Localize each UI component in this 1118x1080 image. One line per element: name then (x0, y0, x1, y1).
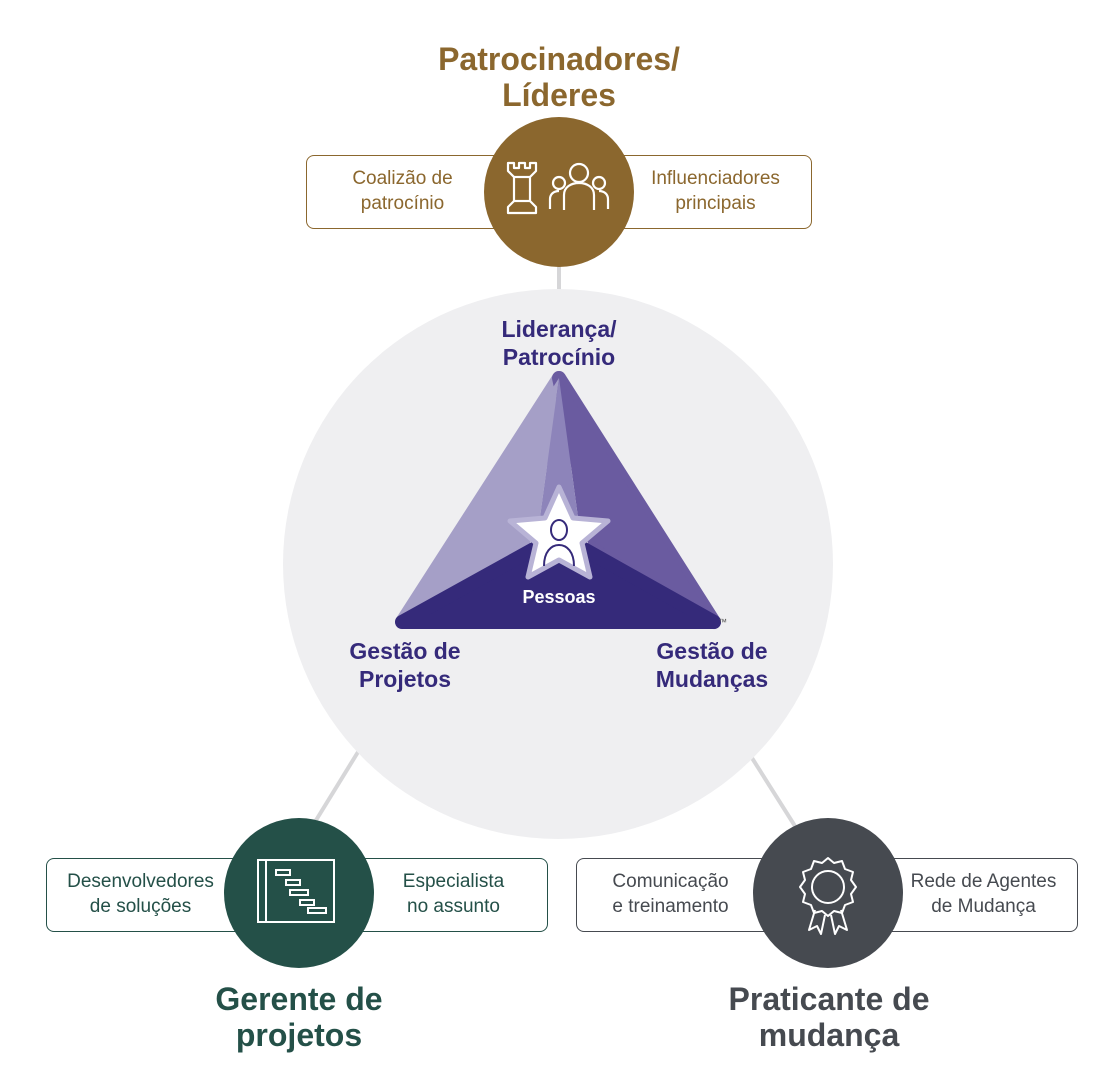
sponsors-icons (506, 161, 610, 215)
project-management-label: Gestão de Projetos (349, 638, 461, 692)
pessoas-label: Pessoas (522, 587, 596, 607)
change-agent-network-text: Rede de Agentes de Mudança (910, 871, 1057, 917)
triangle-left-upper (402, 378, 559, 622)
connector-right (750, 756, 802, 836)
change-practitioner-circle (753, 818, 903, 968)
change-practitioner-title: Praticante de mudança (728, 981, 930, 1053)
change-management-label: Gestão de Mudanças (655, 638, 769, 692)
sponsors-circle (484, 117, 634, 267)
subject-expert-text: Especialista no assunto (402, 871, 505, 917)
key-influencers-text: Influenciadores principais (651, 168, 780, 214)
people-group-icon (548, 162, 610, 210)
gantt-chart-icon (257, 859, 335, 923)
trademark-symbol: ™ (718, 617, 727, 627)
triangle-bottom-face (395, 528, 721, 629)
sponsors-title: Patrocinadores/ Líderes (438, 41, 680, 113)
award-ribbon-icon (799, 857, 857, 935)
communication-training-text: Comunicação e treinamento (612, 871, 729, 917)
triangle-right-upper (559, 378, 714, 622)
star-icon (507, 484, 611, 580)
project-manager-title: Gerente de projetos (215, 981, 383, 1053)
project-manager-circle (224, 818, 374, 968)
triangle-center-fill (538, 378, 580, 532)
connector-left (308, 750, 360, 832)
solution-developers-text: Desenvolvedores de soluções (67, 871, 214, 917)
person-outline-icon (543, 519, 575, 567)
sponsor-coalition-text: Coalizão de patrocínio (352, 168, 453, 214)
chess-rook-icon (506, 161, 538, 215)
leadership-label: Liderança/ Patrocínio (501, 316, 617, 370)
